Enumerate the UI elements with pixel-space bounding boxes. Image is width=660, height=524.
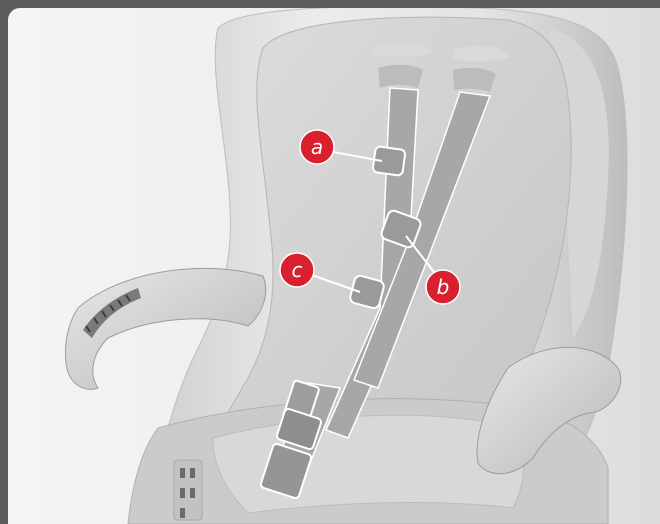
callout-c-label: c bbox=[292, 258, 303, 282]
callout-b: b bbox=[426, 270, 460, 304]
callout-a: a bbox=[300, 130, 334, 164]
callout-a-label: a bbox=[311, 135, 323, 159]
harness-slot-right bbox=[453, 68, 496, 92]
harness-slot-left bbox=[378, 65, 423, 88]
illustration-panel: a b c bbox=[8, 8, 660, 524]
callout-c: c bbox=[280, 253, 314, 287]
base-vent bbox=[174, 460, 202, 520]
child-seat-illustration: a b c bbox=[8, 8, 660, 524]
callout-b-label: b bbox=[437, 275, 450, 299]
seat-cushion bbox=[213, 415, 524, 513]
